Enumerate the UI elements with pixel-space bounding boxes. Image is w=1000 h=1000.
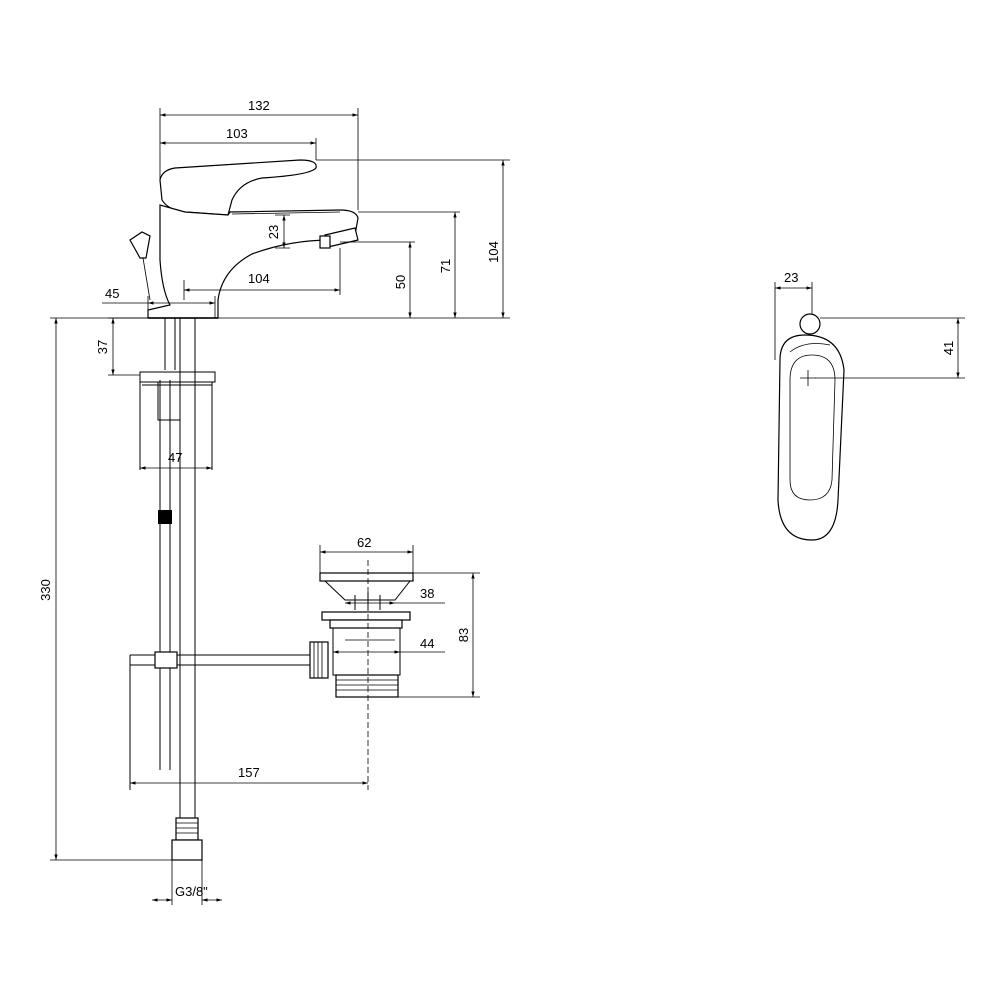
dim-44: 44 [420, 636, 434, 651]
faucet-front-view [129, 159, 359, 319]
dim-104-height: 104 [486, 241, 501, 263]
pop-up-knob [129, 231, 151, 259]
dim-38: 38 [420, 586, 434, 601]
hose-connector [175, 817, 199, 841]
dim-45: 45 [105, 286, 119, 301]
dim-47: 47 [168, 450, 182, 465]
pop-up-linkage [129, 641, 329, 790]
faucet-side-view [777, 313, 845, 541]
dim-62: 62 [357, 535, 371, 550]
dim-41: 41 [941, 341, 956, 355]
dim-83: 83 [456, 628, 471, 642]
dimension-lines [50, 108, 965, 905]
lever-handle [159, 159, 317, 216]
dim-37: 37 [95, 340, 110, 354]
fixing-bracket [139, 371, 216, 470]
dim-71: 71 [438, 259, 453, 273]
dim-50: 50 [393, 275, 408, 289]
dim-104-reach: 104 [248, 271, 270, 286]
dim-330: 330 [38, 579, 53, 601]
waste-thread [335, 674, 399, 698]
dim-132: 132 [248, 98, 270, 113]
supply-hoses [158, 318, 203, 861]
dim-g38: G3/8" [175, 884, 208, 899]
dim-23-drop: 23 [266, 225, 281, 239]
waste-assembly [319, 560, 414, 790]
dim-23-side: 23 [784, 270, 798, 285]
faucet-body [147, 204, 359, 319]
dim-157: 157 [238, 765, 260, 780]
dimension-labels: 132 103 104 71 50 23 104 45 37 47 330 15… [38, 98, 956, 899]
waste-flange [319, 572, 414, 582]
dim-103: 103 [226, 126, 248, 141]
